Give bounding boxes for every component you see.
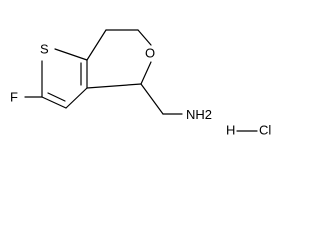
bond-c4-c3a	[86, 83, 142, 89]
amine-label: NH2	[186, 107, 212, 122]
oxygen-label: O	[145, 45, 155, 60]
bond-s-c7a	[54, 48, 88, 61]
bond-c3-c3a	[65, 87, 88, 109]
bond-o-c4	[140, 61, 152, 85]
fluorine-label: F	[10, 89, 18, 104]
hydrogen-label: H	[226, 122, 235, 137]
bond-c7a-c7	[86, 29, 107, 61]
bond-c6-o	[137, 29, 152, 46]
bond-c4-ch2	[140, 83, 164, 115]
sulfur-label: S	[40, 41, 49, 56]
bond-c2-c3	[41, 96, 67, 109]
bond-c2-c3-double	[47, 92, 66, 102]
amine-group-text: NH2	[186, 107, 212, 122]
chlorine-label: Cl	[259, 122, 271, 137]
molecule-structure-drawing: S O F NH2 H Cl	[10, 29, 271, 137]
